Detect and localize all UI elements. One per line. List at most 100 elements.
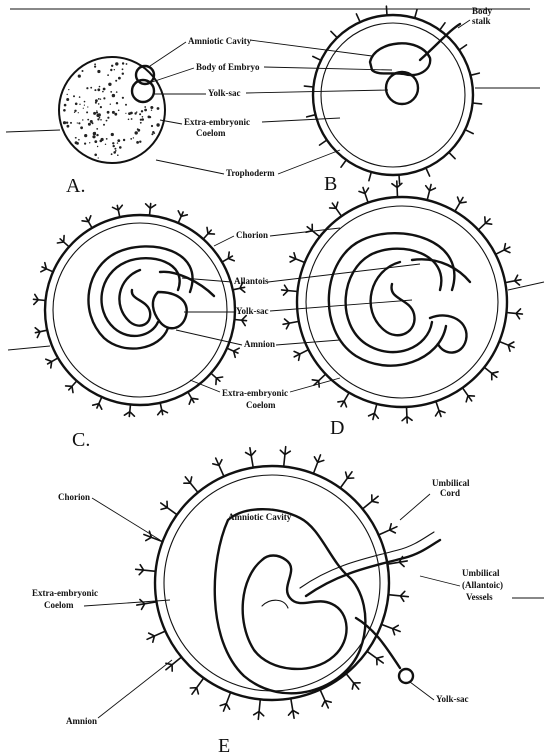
trophoderm-speckle xyxy=(84,101,86,103)
panel-c-amnion-outer xyxy=(88,246,192,348)
trophoderm-speckle xyxy=(99,86,101,88)
chorionic-villus xyxy=(356,14,360,22)
chorionic-villus xyxy=(158,403,168,415)
chorionic-villus xyxy=(282,285,298,295)
label-yolk-sac-e: Yolk-sac xyxy=(436,694,469,704)
trophoderm-speckle xyxy=(111,65,113,67)
pointer-yolk-d xyxy=(270,300,412,311)
trophoderm-speckle xyxy=(122,62,124,64)
label-yolk-sac-c: Yolk-sac xyxy=(236,306,269,316)
trophoderm-speckle xyxy=(77,122,78,123)
panel-e-yolk-sac xyxy=(399,669,413,683)
chorionic-villus xyxy=(330,202,342,216)
trophoderm-speckle xyxy=(100,119,102,121)
trophoderm-speckle xyxy=(87,106,88,107)
chorionic-villus xyxy=(136,565,156,575)
pointer-trophoderm-b xyxy=(278,150,340,174)
panel-c: C. xyxy=(8,204,247,452)
chorionic-villus xyxy=(473,103,482,104)
panel-e-fetus xyxy=(243,556,347,669)
pointer-yolk-e xyxy=(410,682,434,700)
pointer-trophoderm-a xyxy=(156,160,224,174)
panel-b-yolk-sac xyxy=(386,72,418,104)
panel-d-right-tick xyxy=(508,282,544,290)
chorionic-villus xyxy=(359,188,369,203)
chorionic-villus xyxy=(369,172,371,181)
trophoderm-speckle xyxy=(118,110,120,112)
pointer-amnion-e xyxy=(98,660,172,718)
trophoderm-speckle xyxy=(68,89,69,90)
chorionic-villus xyxy=(465,130,473,134)
label-extra-embryonic-coelom-1: Extra-embryonic xyxy=(184,117,250,127)
chorionic-villus xyxy=(227,348,239,357)
label-amniotic-cavity-e: Amniotic Cavity xyxy=(228,512,292,522)
trophoderm-speckle xyxy=(115,62,118,65)
label-umbilical-vessels-3: Vessels xyxy=(466,592,493,602)
trophoderm-speckle xyxy=(108,83,111,86)
trophoderm-speckle xyxy=(111,153,113,155)
panel-b-letter: B xyxy=(324,173,337,195)
trophoderm-speckle xyxy=(95,99,98,102)
chorionic-villus xyxy=(166,657,182,671)
trophoderm-speckle xyxy=(67,125,70,128)
trophoderm-speckle xyxy=(106,138,108,140)
chorionic-villus xyxy=(147,631,165,642)
trophoderm-speckle xyxy=(98,103,100,105)
chorionic-villus xyxy=(402,407,412,423)
trophoderm-speckle xyxy=(144,106,146,108)
trophoderm-speckle xyxy=(94,89,96,91)
panel-b: B xyxy=(304,6,540,195)
chorionic-villus xyxy=(320,140,327,145)
chorionic-villus xyxy=(190,678,203,694)
trophoderm-speckle xyxy=(102,91,104,93)
trophoderm-speckle xyxy=(78,139,80,141)
label-amnion-e: Amnion xyxy=(66,716,97,726)
pointer-amniotic-cavity-a xyxy=(150,42,186,66)
trophoderm-speckle xyxy=(105,144,106,145)
trophoderm-speckle xyxy=(116,91,118,93)
trophoderm-speckle xyxy=(79,104,80,105)
trophoderm-speckle xyxy=(128,112,131,115)
chorionic-villus xyxy=(388,591,408,601)
trophoderm-speckle xyxy=(133,137,134,138)
trophoderm-speckle xyxy=(151,133,153,135)
label-chorion: Chorion xyxy=(236,230,268,240)
trophoderm-speckle xyxy=(75,137,76,138)
trophoderm-speckle xyxy=(144,109,147,112)
trophoderm-speckle xyxy=(70,122,72,124)
panel-c-left-tick xyxy=(8,346,50,350)
chorionic-villus xyxy=(392,181,402,197)
trophoderm-speckle xyxy=(79,96,81,98)
chorionic-villus xyxy=(363,495,379,509)
label-body-of-embryo: Body of Embryo xyxy=(196,62,260,72)
trophoderm-speckle xyxy=(63,109,66,112)
chorionic-villus xyxy=(379,524,397,535)
trophoderm-speckle xyxy=(84,134,87,137)
panel-e-fetus-limb xyxy=(262,600,288,608)
chorionic-villus xyxy=(471,73,480,75)
label-body-stalk-1: Body xyxy=(472,6,493,16)
chorionic-villus xyxy=(34,294,46,304)
trophoderm-speckle xyxy=(64,104,67,107)
trophoderm-speckle xyxy=(122,73,124,75)
panel-e-villi xyxy=(136,447,409,720)
pointer-umbilical-vessels xyxy=(420,576,460,586)
trophoderm-speckle xyxy=(111,133,114,136)
chorionic-villus xyxy=(426,168,430,176)
chorionic-villus xyxy=(484,367,498,379)
trophoderm-speckle xyxy=(139,113,141,115)
chorionic-villus xyxy=(220,692,230,711)
chorionic-villus xyxy=(93,397,102,409)
chorionic-villus xyxy=(313,455,323,474)
chorionic-villus xyxy=(463,388,475,402)
trophoderm-speckle xyxy=(92,135,95,138)
chorionic-villus xyxy=(283,319,299,329)
trophoderm-speckle xyxy=(156,123,159,126)
chorionic-villus xyxy=(280,447,290,467)
chorionic-villus xyxy=(399,175,400,184)
trophoderm-speckle xyxy=(128,119,130,121)
trophoderm-speckle xyxy=(78,75,81,78)
trophoderm-speckle xyxy=(83,108,84,109)
trophoderm-speckle xyxy=(66,122,68,124)
trophoderm-speckle xyxy=(107,74,109,76)
